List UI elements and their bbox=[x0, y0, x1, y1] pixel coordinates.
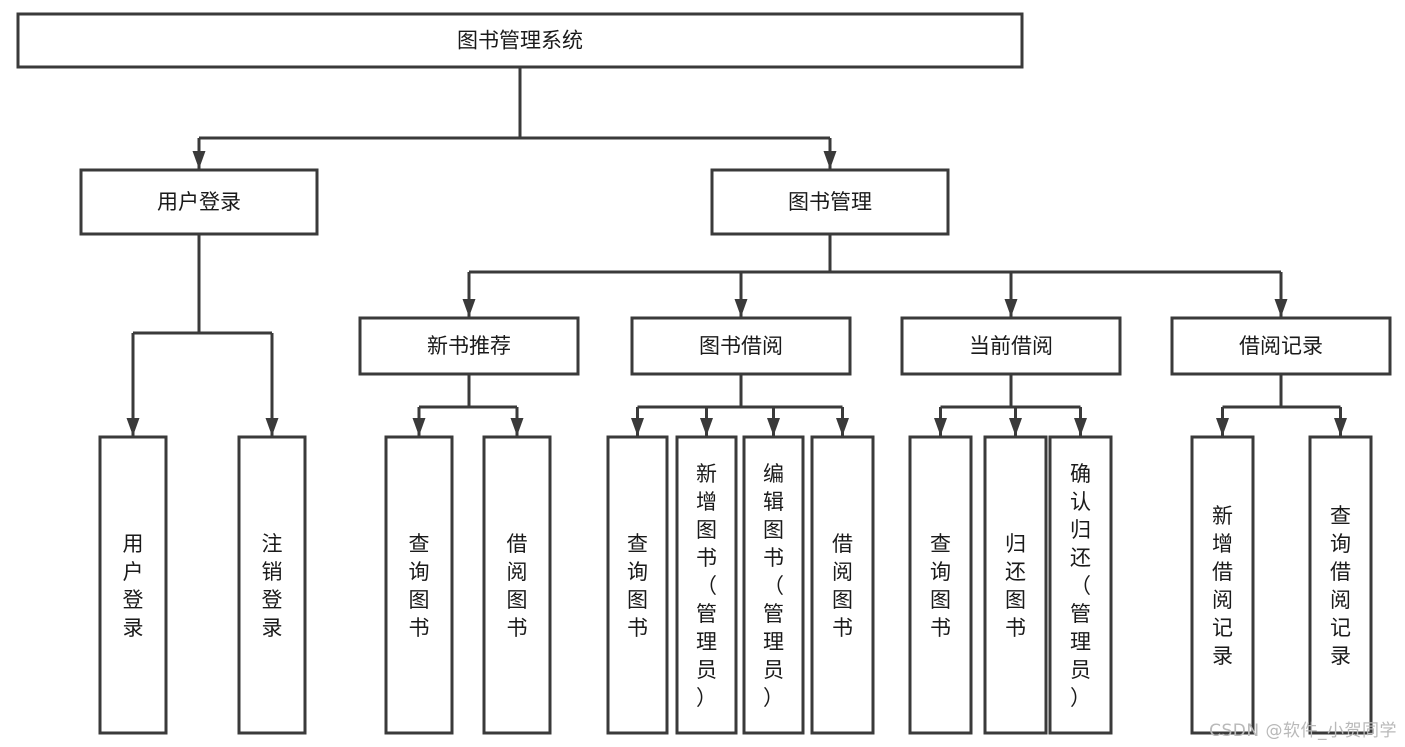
node-borrow-record-label: 借阅记录 bbox=[1239, 334, 1323, 358]
arrow-head-icon bbox=[192, 151, 206, 169]
node-leaf-query-record[interactable]: 查询借阅记录 bbox=[1308, 435, 1373, 735]
node-user-login[interactable]: 用户登录 bbox=[79, 168, 319, 236]
arrow-head-icon bbox=[700, 418, 713, 436]
node-leaf-edit-book[interactable]: 编辑图书（管理员） bbox=[742, 435, 805, 735]
node-leaf-borrow-book-2-box[interactable] bbox=[810, 435, 875, 735]
node-user-login-label: 用户登录 bbox=[157, 190, 241, 214]
node-leaf-query-book-3-box[interactable] bbox=[908, 435, 973, 735]
node-leaf-add-book-box[interactable] bbox=[675, 435, 738, 735]
arrow-head-icon bbox=[631, 418, 644, 436]
arrow-head-icon bbox=[462, 299, 476, 317]
node-leaf-query-book-1-label: 查询图书 bbox=[409, 532, 430, 640]
arrow-head-icon bbox=[934, 418, 947, 436]
node-borrow-record[interactable]: 借阅记录 bbox=[1170, 316, 1392, 376]
node-leaf-query-book-2-label: 查询图书 bbox=[627, 532, 648, 640]
arrow-head-icon bbox=[412, 418, 426, 436]
arrow-head-icon bbox=[836, 418, 849, 436]
node-leaf-add-book-label: 新增图书（管理员） bbox=[696, 462, 717, 710]
node-leaf-user-login-box[interactable] bbox=[98, 435, 168, 735]
node-book-borrow-label: 图书借阅 bbox=[699, 334, 783, 358]
node-leaf-user-login-label: 用户登录 bbox=[123, 532, 144, 640]
arrow-head-icon bbox=[265, 418, 279, 436]
node-leaf-user-login[interactable]: 用户登录 bbox=[98, 435, 168, 735]
node-leaf-logout-label: 注销登录 bbox=[262, 532, 283, 640]
node-leaf-edit-book-label: 编辑图书（管理员） bbox=[763, 462, 784, 710]
node-leaf-borrow-book-2-label: 借阅图书 bbox=[832, 532, 853, 640]
nodes-layer: 图书管理系统用户登录图书管理新书推荐图书借阅当前借阅借阅记录用户登录注销登录查询… bbox=[16, 12, 1392, 735]
node-leaf-return-book[interactable]: 归还图书 bbox=[983, 435, 1048, 735]
node-root-box[interactable] bbox=[16, 12, 1024, 69]
node-leaf-return-book-label: 归还图书 bbox=[1005, 532, 1026, 640]
node-book-manage-label: 图书管理 bbox=[788, 190, 872, 214]
node-leaf-add-record[interactable]: 新增借阅记录 bbox=[1190, 435, 1255, 735]
node-leaf-borrow-book-2[interactable]: 借阅图书 bbox=[810, 435, 875, 735]
node-root[interactable]: 图书管理系统 bbox=[16, 12, 1024, 69]
node-leaf-confirm-return[interactable]: 确认归还（管理员） bbox=[1048, 435, 1113, 735]
node-leaf-return-book-box[interactable] bbox=[983, 435, 1048, 735]
node-leaf-query-book-3[interactable]: 查询图书 bbox=[908, 435, 973, 735]
node-leaf-borrow-book-1-box[interactable] bbox=[482, 435, 552, 735]
arrow-head-icon bbox=[1004, 299, 1018, 317]
arrow-head-icon bbox=[1274, 299, 1288, 317]
node-borrow-record-box[interactable] bbox=[1170, 316, 1392, 376]
node-leaf-query-book-2[interactable]: 查询图书 bbox=[606, 435, 669, 735]
node-current-borrow-label: 当前借阅 bbox=[969, 334, 1053, 358]
node-current-borrow[interactable]: 当前借阅 bbox=[900, 316, 1122, 376]
node-leaf-add-record-label: 新增借阅记录 bbox=[1212, 504, 1233, 668]
node-current-borrow-box[interactable] bbox=[900, 316, 1122, 376]
node-leaf-query-record-box[interactable] bbox=[1308, 435, 1373, 735]
node-leaf-query-book-3-label: 查询图书 bbox=[930, 532, 951, 640]
arrow-head-icon bbox=[1334, 418, 1347, 436]
node-leaf-logout[interactable]: 注销登录 bbox=[237, 435, 307, 735]
node-leaf-query-book-2-box[interactable] bbox=[606, 435, 669, 735]
arrow-head-icon bbox=[823, 151, 837, 169]
node-new-book-recommend-label: 新书推荐 bbox=[427, 334, 511, 358]
node-leaf-add-record-box[interactable] bbox=[1190, 435, 1255, 735]
node-leaf-add-book[interactable]: 新增图书（管理员） bbox=[675, 435, 738, 735]
node-root-label: 图书管理系统 bbox=[457, 29, 583, 53]
node-leaf-logout-box[interactable] bbox=[237, 435, 307, 735]
node-user-login-box[interactable] bbox=[79, 168, 319, 236]
arrow-head-icon bbox=[126, 418, 140, 436]
node-book-borrow-box[interactable] bbox=[630, 316, 852, 376]
arrow-head-icon bbox=[1009, 418, 1022, 436]
node-leaf-query-book-1[interactable]: 查询图书 bbox=[384, 435, 454, 735]
node-leaf-query-book-1-box[interactable] bbox=[384, 435, 454, 735]
arrow-head-icon bbox=[1074, 418, 1087, 436]
node-leaf-query-record-label: 查询借阅记录 bbox=[1330, 504, 1351, 668]
node-new-book-recommend[interactable]: 新书推荐 bbox=[358, 316, 580, 376]
node-new-book-recommend-box[interactable] bbox=[358, 316, 580, 376]
node-leaf-edit-book-box[interactable] bbox=[742, 435, 805, 735]
node-leaf-borrow-book-1-label: 借阅图书 bbox=[507, 532, 528, 640]
node-book-borrow[interactable]: 图书借阅 bbox=[630, 316, 852, 376]
node-leaf-confirm-return-label: 确认归还（管理员） bbox=[1070, 462, 1091, 710]
connectors-layer bbox=[126, 67, 1347, 436]
node-leaf-confirm-return-box[interactable] bbox=[1048, 435, 1113, 735]
node-book-manage[interactable]: 图书管理 bbox=[710, 168, 950, 236]
arrow-head-icon bbox=[767, 418, 780, 436]
arrow-head-icon bbox=[1216, 418, 1229, 436]
node-leaf-borrow-book-1[interactable]: 借阅图书 bbox=[482, 435, 552, 735]
arrow-head-icon bbox=[510, 418, 524, 436]
node-book-manage-box[interactable] bbox=[710, 168, 950, 236]
arrow-head-icon bbox=[734, 299, 748, 317]
